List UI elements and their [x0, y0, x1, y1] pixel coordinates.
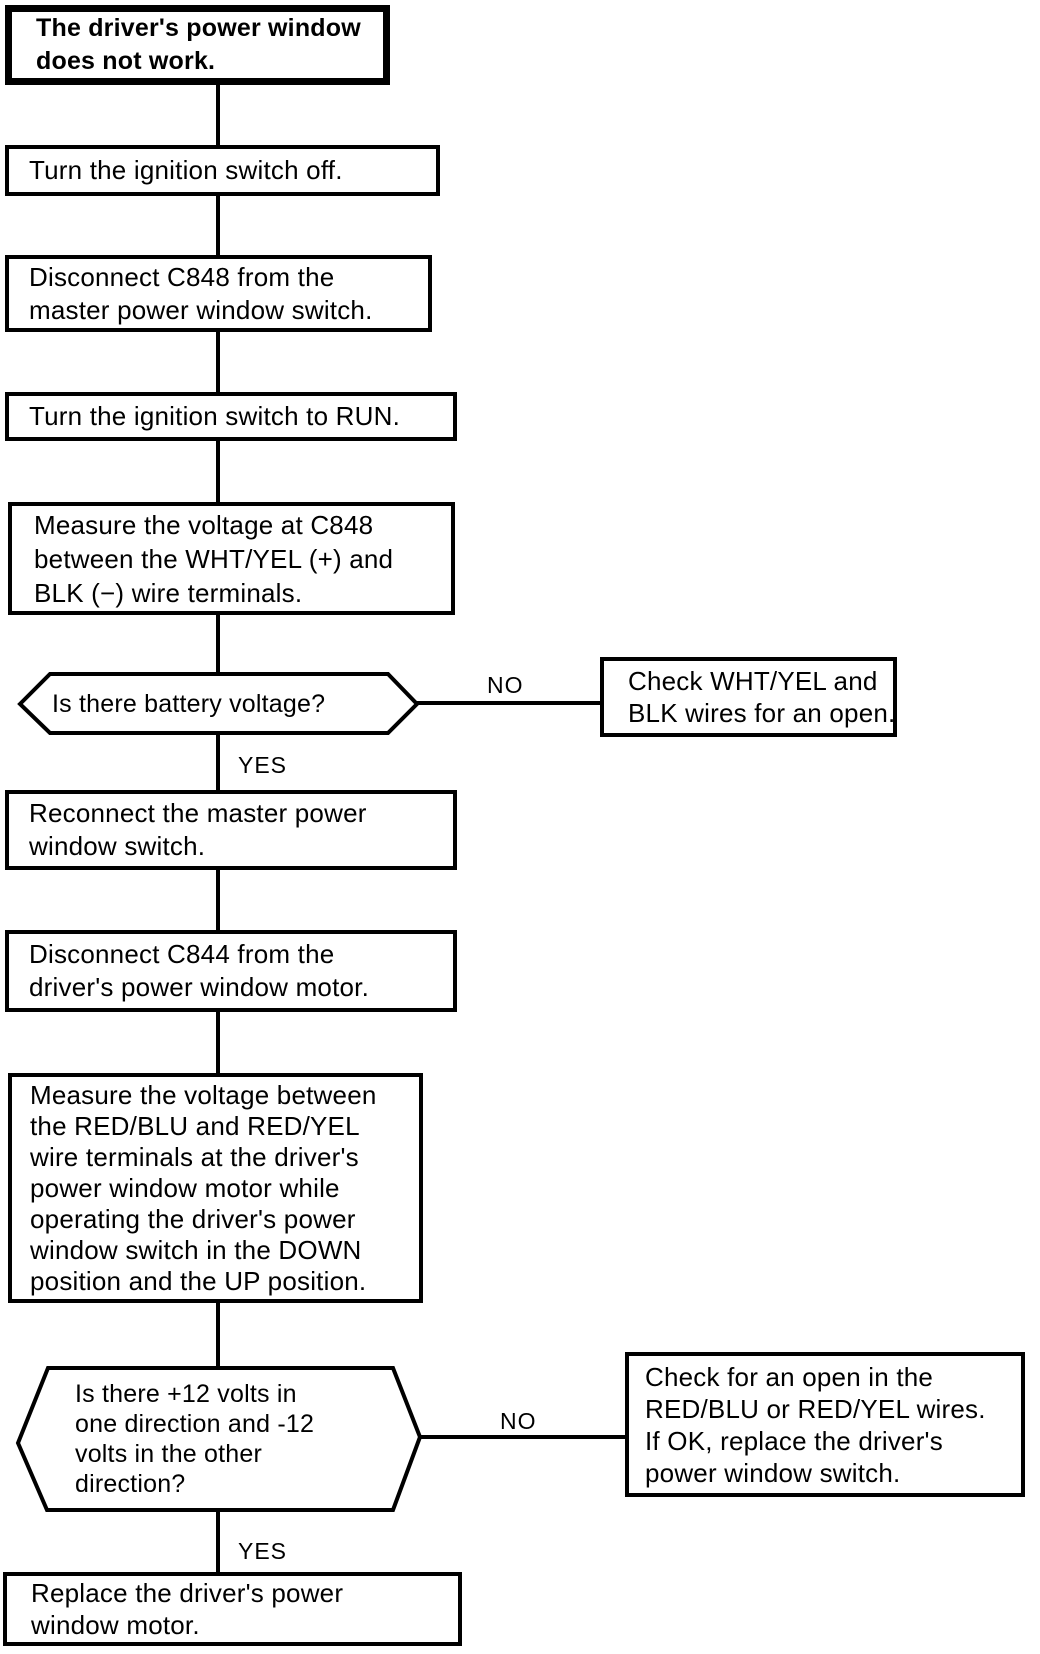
- node-decision1: Is there battery voltage?: [52, 676, 392, 731]
- node-step7-line: Measure the voltage between: [30, 1079, 377, 1110]
- decision2-hexagon: [15, 1366, 423, 1512]
- node-step2-line: master power window switch.: [29, 294, 373, 325]
- node-decision1-line: Is there battery voltage?: [52, 689, 326, 718]
- node-step7-line: window switch in the DOWN: [30, 1234, 362, 1265]
- node-action-no2-line: RED/BLU or RED/YEL wires.: [645, 1393, 986, 1424]
- node-decision2-line: one direction and -12: [75, 1410, 315, 1438]
- node-step4-line: Measure the voltage at C848: [34, 509, 374, 540]
- decision1-hexagon: [17, 672, 420, 735]
- node-decision2-line: Is there +12 volts in: [75, 1380, 297, 1408]
- node-end-line: Replace the driver's power: [31, 1578, 344, 1608]
- node-action-no2-line: Check for an open in the: [645, 1361, 934, 1392]
- node-step1: Turn the ignition switch off.: [5, 145, 440, 196]
- node-action-no1: Check WHT/YEL and BLK wires for an open.: [600, 657, 897, 737]
- node-step7-line: wire terminals at the driver's: [30, 1141, 359, 1172]
- node-end: Replace the driver's power window motor.: [3, 1572, 462, 1646]
- node-action-no1-line: BLK wires for an open.: [628, 698, 896, 728]
- node-decision2-line: direction?: [75, 1470, 186, 1498]
- node-step3-line: Turn the ignition switch to RUN.: [29, 401, 401, 431]
- node-step4-line: BLK (−) wire terminals.: [34, 577, 303, 608]
- node-step3: Turn the ignition switch to RUN.: [5, 392, 457, 441]
- node-step5-line: Reconnect the master power: [29, 798, 367, 828]
- node-decision2: Is there +12 volts in one direction and …: [75, 1377, 405, 1501]
- decision1-no-label: NO: [487, 672, 524, 698]
- node-step6-line: Disconnect C844 from the: [29, 939, 335, 969]
- node-action-no2-line: If OK, replace the driver's: [645, 1425, 943, 1456]
- node-action-no2: Check for an open in the RED/BLU or RED/…: [625, 1352, 1025, 1497]
- decision2-yes-label: YES: [238, 1538, 288, 1564]
- node-action-no2-line: power window switch.: [645, 1457, 901, 1488]
- node-step5: Reconnect the master power window switch…: [5, 790, 457, 870]
- decision1-yes-label: YES: [238, 752, 288, 778]
- node-step1-line: Turn the ignition switch off.: [29, 155, 343, 185]
- node-start: The driver's power window does not work.: [5, 5, 390, 85]
- node-step7-line: the RED/BLU and RED/YEL: [30, 1110, 360, 1141]
- node-start-line: The driver's power window: [36, 14, 361, 42]
- node-step2-line: Disconnect C848 from the: [29, 261, 335, 292]
- node-step7: Measure the voltage between the RED/BLU …: [8, 1073, 423, 1303]
- node-step4: Measure the voltage at C848 between the …: [8, 502, 455, 615]
- node-step4-line: between the WHT/YEL (+) and: [34, 543, 394, 574]
- node-decision2-line: volts in the other: [75, 1440, 263, 1468]
- node-step7-line: operating the driver's power: [30, 1203, 356, 1234]
- node-end-line: window motor.: [31, 1610, 200, 1640]
- node-step6: Disconnect C844 from the driver's power …: [5, 930, 457, 1012]
- node-step7-line: position and the UP position.: [30, 1265, 367, 1296]
- node-step6-line: driver's power window motor.: [29, 972, 370, 1002]
- node-start-line: does not work.: [36, 47, 216, 75]
- node-action-no1-line: Check WHT/YEL and: [628, 666, 878, 696]
- node-step5-line: window switch.: [29, 831, 206, 861]
- decision2-no-label: NO: [500, 1408, 537, 1434]
- node-step2: Disconnect C848 from the master power wi…: [5, 255, 432, 332]
- node-step7-line: power window motor while: [30, 1172, 340, 1203]
